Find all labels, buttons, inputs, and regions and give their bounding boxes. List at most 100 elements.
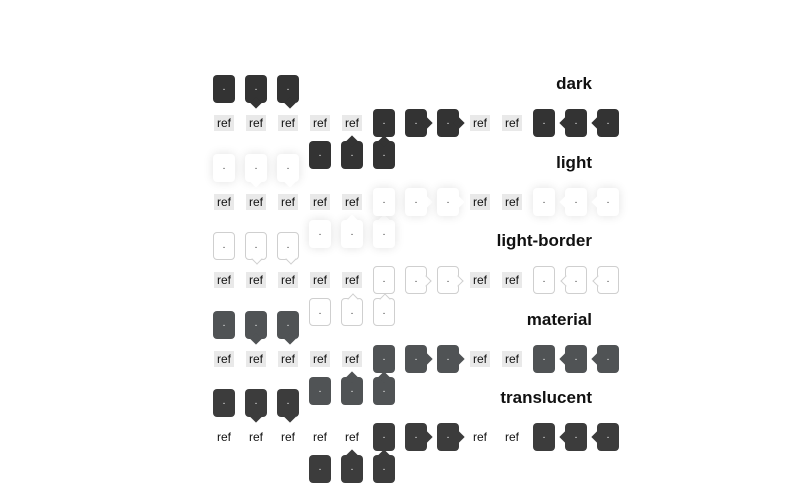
tooltip: . xyxy=(213,75,235,103)
tooltip: . xyxy=(405,187,433,216)
tooltip: . xyxy=(373,293,395,326)
tooltip-arrow xyxy=(592,275,604,287)
reference-box[interactable]: ref xyxy=(278,193,298,210)
reference-box[interactable]: ref xyxy=(214,193,234,210)
reference-box[interactable]: ref xyxy=(214,115,234,131)
reference-box[interactable]: ref xyxy=(278,350,298,367)
reference-box[interactable]: ref xyxy=(502,115,522,131)
tooltip: . xyxy=(559,423,587,451)
tooltip-text: . xyxy=(574,430,578,441)
tooltip-text: . xyxy=(382,351,386,363)
tooltip: . xyxy=(341,135,363,169)
tooltip: . xyxy=(437,187,465,216)
reference-box[interactable]: ref xyxy=(310,272,330,288)
reference-box[interactable]: ref xyxy=(246,115,266,131)
tooltip: . xyxy=(373,449,395,483)
reference-box[interactable]: ref xyxy=(248,430,263,444)
reference-box[interactable]: ref xyxy=(502,350,522,367)
tooltip-text: . xyxy=(414,430,418,441)
tooltip-text: . xyxy=(414,116,418,127)
tooltip-text: . xyxy=(254,82,258,93)
reference-box[interactable]: ref xyxy=(504,430,519,444)
reference-box[interactable]: ref xyxy=(342,193,362,210)
tooltip-arrow xyxy=(250,332,262,345)
tooltip: . xyxy=(559,187,587,216)
reference-box[interactable]: ref xyxy=(214,350,234,367)
tooltip-text: . xyxy=(350,148,354,159)
reference-box[interactable]: ref xyxy=(280,430,295,444)
tooltip: . xyxy=(245,310,267,345)
reference-box[interactable]: ref xyxy=(470,193,490,210)
tooltip-text: . xyxy=(286,396,290,407)
tooltip-text: . xyxy=(446,274,450,285)
reference-box[interactable]: ref xyxy=(472,430,487,444)
tooltip: . xyxy=(309,376,331,405)
tooltip: . xyxy=(559,344,587,373)
tooltip-text: . xyxy=(286,160,290,172)
tooltip-text: . xyxy=(350,462,354,473)
tooltip-text: . xyxy=(382,274,386,285)
tooltip-text: . xyxy=(574,116,578,127)
reference-box[interactable]: ref xyxy=(278,115,298,131)
reference-box[interactable]: ref xyxy=(246,193,266,210)
tooltip: . xyxy=(277,310,299,345)
reference-box[interactable]: ref xyxy=(214,272,234,288)
tooltip: . xyxy=(213,232,235,260)
tooltip-text: . xyxy=(414,351,418,363)
tooltip-arrow xyxy=(250,97,262,109)
tooltip-arrow xyxy=(421,195,433,208)
tooltip: . xyxy=(559,109,587,137)
reference-box[interactable]: ref xyxy=(278,272,298,288)
reference-box[interactable]: ref xyxy=(470,350,490,367)
tooltip-arrow xyxy=(346,135,358,147)
reference-box[interactable]: ref xyxy=(344,430,359,444)
tooltip-text: . xyxy=(574,351,578,363)
tooltip: . xyxy=(341,293,363,326)
tooltip-text: . xyxy=(318,306,322,317)
tooltip: . xyxy=(213,389,235,417)
reference-box[interactable]: ref xyxy=(470,272,490,288)
reference-box[interactable]: ref xyxy=(342,272,362,288)
reference-box[interactable]: ref xyxy=(310,193,330,210)
tooltip: . xyxy=(373,187,395,216)
tooltip: . xyxy=(373,344,395,373)
tooltip: . xyxy=(405,423,433,451)
tooltip-text: . xyxy=(382,430,386,441)
tooltip-arrow xyxy=(559,352,571,365)
tooltip-text: . xyxy=(382,226,386,238)
tooltip: . xyxy=(341,213,363,248)
reference-box[interactable]: ref xyxy=(310,115,330,131)
tooltip-text: . xyxy=(222,317,226,329)
reference-box[interactable]: ref xyxy=(246,272,266,288)
tooltip-arrow xyxy=(378,135,390,147)
reference-box[interactable]: ref xyxy=(342,115,362,131)
tooltip-text: . xyxy=(222,240,226,251)
tooltip-text: . xyxy=(222,396,226,407)
tooltip: . xyxy=(373,135,395,169)
tooltip: . xyxy=(373,370,395,405)
tooltip-text: . xyxy=(286,82,290,93)
tooltip-arrow xyxy=(559,117,571,129)
theme-label-light: light xyxy=(556,152,592,172)
tooltip-text: . xyxy=(542,274,546,285)
reference-box[interactable]: ref xyxy=(342,350,362,367)
reference-box[interactable]: ref xyxy=(502,272,522,288)
reference-box[interactable]: ref xyxy=(312,430,327,444)
reference-box[interactable]: ref xyxy=(502,193,522,210)
tooltip-arrow xyxy=(559,431,571,443)
reference-box[interactable]: ref xyxy=(310,350,330,367)
tooltip-text: . xyxy=(382,194,386,206)
reference-box[interactable]: ref xyxy=(246,350,266,367)
tooltip: . xyxy=(277,153,299,188)
tooltip-arrow xyxy=(421,431,433,443)
tooltip-arrow xyxy=(284,97,296,109)
tooltip: . xyxy=(373,213,395,248)
tooltip-text: . xyxy=(574,194,578,206)
tooltip-arrow xyxy=(452,275,464,287)
tooltip: . xyxy=(591,109,619,137)
reference-box[interactable]: ref xyxy=(216,430,231,444)
reference-box[interactable]: ref xyxy=(470,115,490,131)
tooltip: . xyxy=(405,109,433,137)
tooltip-arrow xyxy=(453,431,465,443)
theme-label-dark: dark xyxy=(556,74,592,93)
